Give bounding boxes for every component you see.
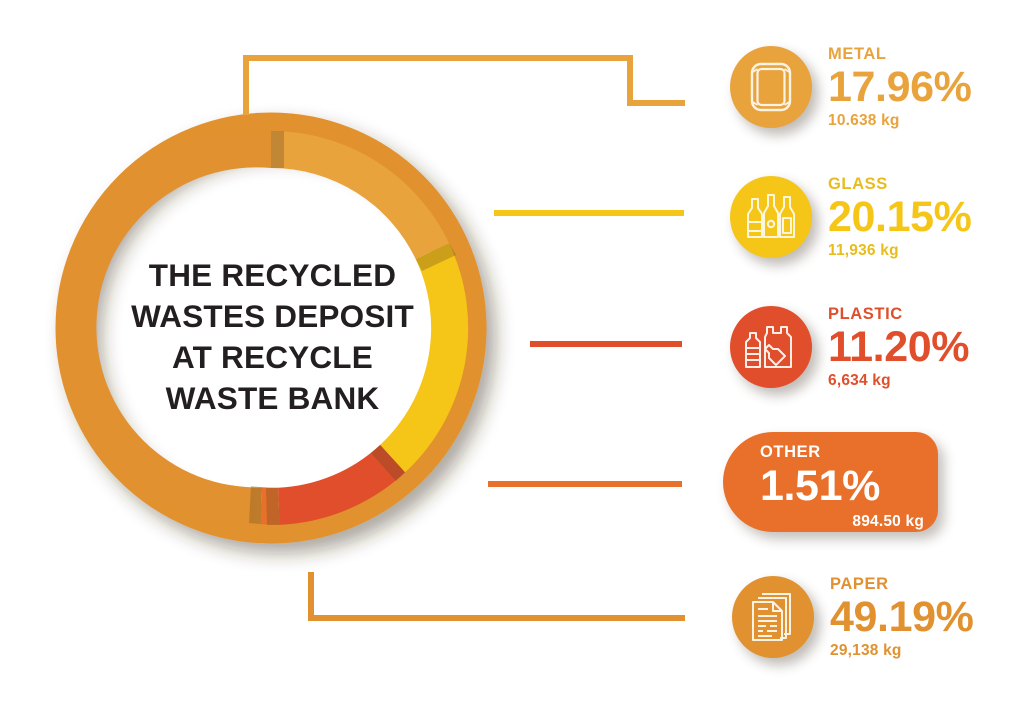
donut-segment-plastic [278, 444, 406, 525]
connector-other [488, 481, 682, 487]
donut-segment-metal [271, 130, 450, 260]
plastic-label: PLASTIC [828, 305, 903, 323]
glass-label: GLASS [828, 175, 888, 193]
metal-can-icon [750, 63, 792, 112]
paper-label: PAPER [830, 575, 889, 593]
donut-chart-svg [55, 112, 487, 544]
donut-segment-glass [380, 243, 469, 473]
other-weight: 894.50 kg [852, 512, 924, 530]
plastic-percent: 11.20% [828, 322, 970, 371]
chart-center-title: THE RECYCLED WASTES DEPOSIT AT RECYCLE W… [131, 257, 414, 416]
other-percent: 1.51% [760, 462, 880, 510]
donut-segment-other [260, 487, 280, 525]
connector-paper [308, 572, 685, 621]
donut-segment-paper [57, 130, 271, 525]
connector-plastic [530, 341, 682, 347]
metal-weight: 10.638 kg [828, 112, 900, 130]
donut-chart [55, 112, 487, 544]
metal-text-block: METAL 17.96% 10.638 kg [828, 45, 972, 130]
legend-item-other[interactable]: OTHER 1.51% 894.50 kg [723, 432, 938, 532]
metal-badge [730, 46, 812, 129]
glass-bottles-icon [747, 194, 795, 239]
paper-percent: 49.19% [830, 592, 974, 641]
plastic-badge [730, 306, 812, 389]
donut-seam-shadows [249, 131, 456, 525]
metal-label: METAL [828, 45, 887, 63]
paper-badge [732, 576, 814, 659]
legend-item-plastic[interactable]: PLASTIC 11.20% 6,634 kg [730, 306, 969, 389]
metal-percent: 17.96% [828, 62, 972, 111]
glass-text-block: GLASS 20.15% 11,936 kg [828, 175, 972, 260]
connector-metal [243, 55, 685, 115]
plastic-bottle-bag-icon [745, 326, 792, 369]
paper-documents-icon [752, 593, 791, 642]
paper-weight: 29,138 kg [830, 642, 902, 660]
glass-percent: 20.15% [828, 192, 972, 241]
glass-weight: 11,936 kg [828, 242, 899, 260]
connector-glass [494, 210, 684, 216]
legend-item-metal[interactable]: METAL 17.96% 10.638 kg [730, 45, 972, 130]
legend-item-paper[interactable]: PAPER 49.19% 29,138 kg [732, 575, 974, 660]
donut-segments [57, 130, 469, 525]
glass-badge [730, 176, 812, 259]
legend-item-glass[interactable]: GLASS 20.15% 11,936 kg [730, 175, 972, 260]
paper-text-block: PAPER 49.19% 29,138 kg [830, 575, 974, 660]
other-label: OTHER [760, 443, 821, 461]
plastic-weight: 6,634 kg [828, 372, 891, 390]
plastic-text-block: PLASTIC 11.20% 6,634 kg [828, 306, 969, 389]
